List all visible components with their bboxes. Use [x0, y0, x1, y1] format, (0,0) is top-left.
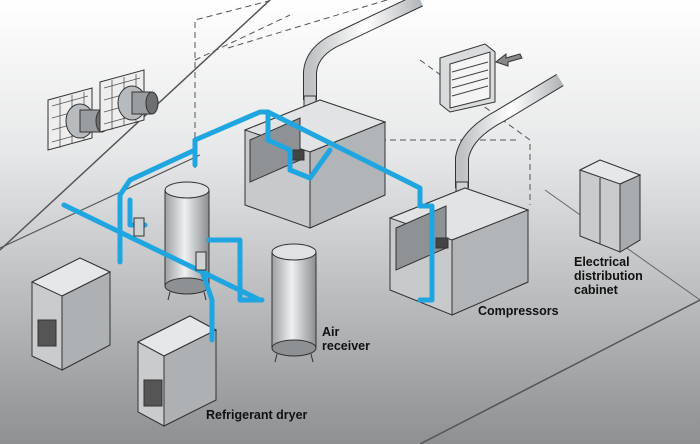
- label-electrical-cabinet: Electrical distribution cabinet: [574, 255, 643, 297]
- air-intake-louver-icon: [439, 43, 496, 113]
- refrigerant-dryer-back: [30, 257, 112, 371]
- fan-icon: [99, 69, 159, 133]
- air-receiver-tank-1: [164, 181, 210, 301]
- label-compressors: Compressors: [478, 304, 559, 318]
- electrical-cabinet: [578, 159, 642, 253]
- pipe-filters: [133, 217, 207, 271]
- label-refrigerant-dryer: Refrigerant dryer: [206, 408, 308, 422]
- air-receiver-tank-2: [271, 243, 317, 363]
- refrigerant-dryer-front: [136, 315, 218, 427]
- label-air-receiver: Air receiver: [322, 325, 370, 353]
- compressed-air-piping: [61, 109, 435, 343]
- inflow-arrow-icon: [494, 52, 523, 67]
